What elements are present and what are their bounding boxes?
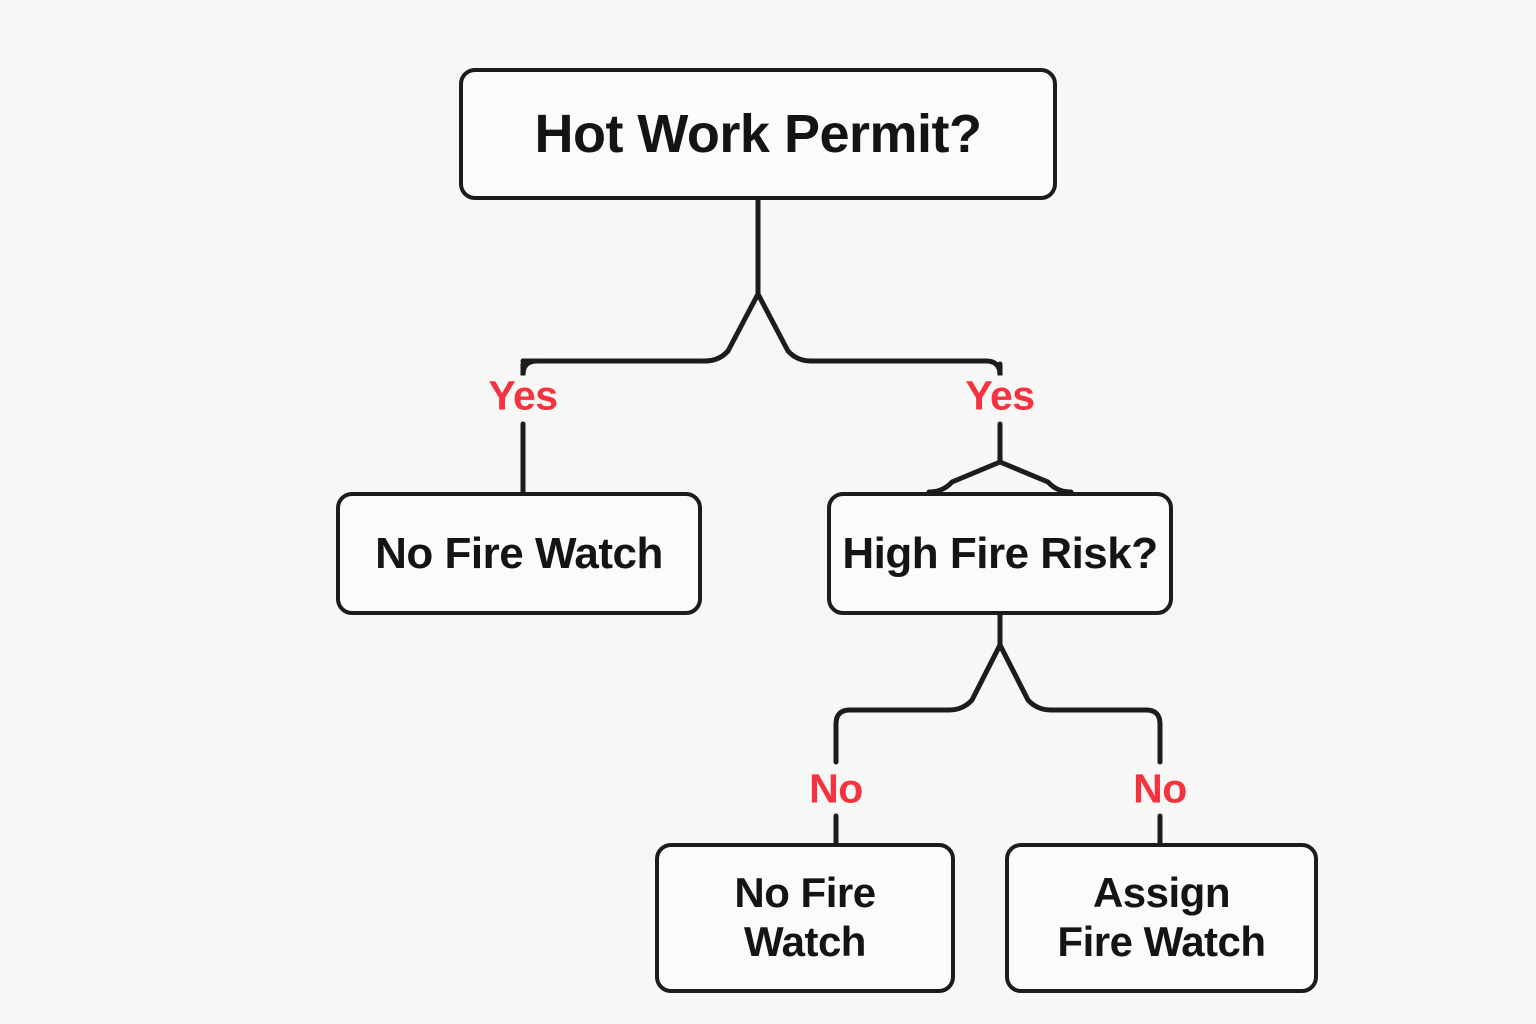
node-hot-work-permit-label: Hot Work Permit? [534,103,982,164]
edge-label-risk-left: No [800,768,872,810]
edge-risk-peak [926,459,1074,495]
node-no-fire-watch-2-label: No Fire Watch [734,869,876,965]
node-high-fire-risk[interactable]: High Fire Risk? [827,492,1173,615]
edge-risk-elbow-right [1143,707,1163,765]
node-assign-fire-watch-label: Assign Fire Watch [1057,869,1266,965]
node-no-fire-watch-1-label: No Fire Watch [375,528,663,578]
edge-label-risk-right: No [1124,768,1196,810]
node-no-fire-watch-1[interactable]: No Fire Watch [336,492,702,615]
edge-label-root-left: Yes [479,375,567,417]
node-high-fire-risk-label: High Fire Risk? [842,528,1158,578]
edge-root-elbow-left [520,358,540,378]
edge-risk-elbow-left [833,707,853,765]
edge-label-root-right: Yes [956,375,1044,417]
node-no-fire-watch-2[interactable]: No Fire Watch [655,843,955,993]
edge-root-join-left [702,348,731,364]
node-assign-fire-watch[interactable]: Assign Fire Watch [1005,843,1318,993]
edge-risk-bar-peak [946,642,1054,713]
node-hot-work-permit[interactable]: Hot Work Permit? [459,68,1057,200]
